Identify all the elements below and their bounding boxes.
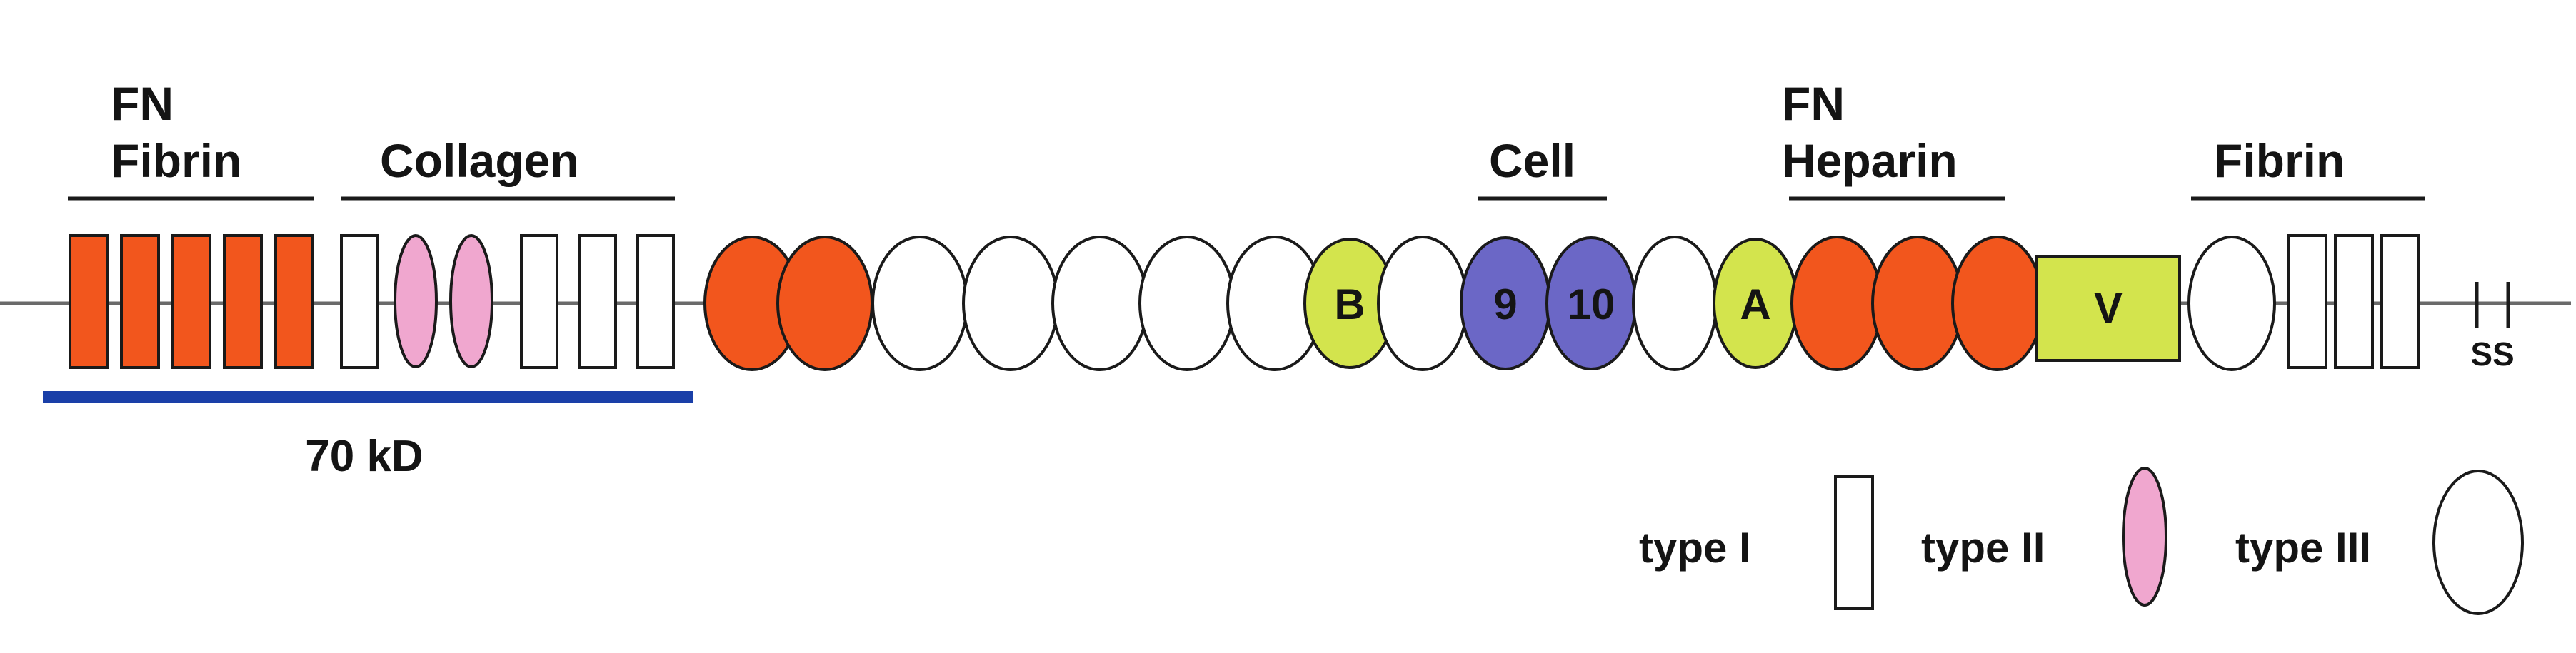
- module-type-3-orange: [1871, 236, 1964, 371]
- domain-b-label: B: [1334, 280, 1365, 328]
- domain-nine-label: 9: [1493, 280, 1517, 328]
- label-collagen: Collagen: [380, 134, 579, 187]
- legend-label-type-1: type I: [1639, 524, 1751, 572]
- module-type-1-orange: [223, 234, 263, 369]
- module-type-3-orange: [1951, 236, 2044, 371]
- module-type-1: [636, 234, 675, 369]
- label-fn-fibrin-line2: Fibrin: [111, 134, 241, 187]
- module-type-3-orange: [776, 236, 873, 371]
- legend-label-type-2: type II: [1921, 524, 2045, 572]
- kd-fragment-bar: [43, 391, 693, 403]
- module-type-1: [2380, 234, 2420, 369]
- module-type-1-orange: [69, 234, 109, 369]
- module-type-3: [1051, 236, 1148, 371]
- module-type-1-orange: [171, 234, 211, 369]
- label-fn-fibrin-line1: FN: [111, 77, 174, 130]
- domain-a-label: A: [1740, 280, 1770, 328]
- module-type-1-orange: [274, 234, 314, 369]
- module-type-3: [1632, 236, 1718, 371]
- domain-ten-label: 10: [1568, 280, 1615, 328]
- label-fn-heparin-line2: Heparin: [1782, 134, 1958, 187]
- module-type-3: [2187, 236, 2276, 371]
- legend-icon-type-1: [1834, 475, 1874, 610]
- label-fn-heparin-line1: FN: [1782, 77, 1845, 130]
- label-cell: Cell: [1489, 134, 1575, 187]
- module-type-1: [578, 234, 617, 369]
- module-type-3: [1138, 236, 1236, 371]
- legend-icon-type-2: [2122, 467, 2167, 607]
- module-type-3: [871, 236, 968, 371]
- label-fibrin-c: Fibrin: [2214, 134, 2345, 187]
- module-type-1-orange: [120, 234, 160, 369]
- module-type-1: [340, 234, 379, 369]
- domain-v-region: [2035, 255, 2181, 362]
- label-ss: SS: [2470, 335, 2514, 373]
- module-type-3-orange: [1790, 236, 1883, 371]
- legend-label-type-3: type III: [2235, 524, 2371, 572]
- domain-v-label: V: [2094, 284, 2123, 332]
- module-type-1: [2287, 234, 2327, 369]
- module-type-1: [520, 234, 558, 369]
- module-type-2: [394, 234, 438, 368]
- module-type-3: [962, 236, 1059, 371]
- module-type-2: [449, 234, 493, 368]
- label-70-kd: 70 kD: [305, 432, 423, 481]
- legend-icon-type-3: [2432, 470, 2524, 615]
- module-type-3: [1377, 236, 1468, 371]
- module-type-1: [2334, 234, 2374, 369]
